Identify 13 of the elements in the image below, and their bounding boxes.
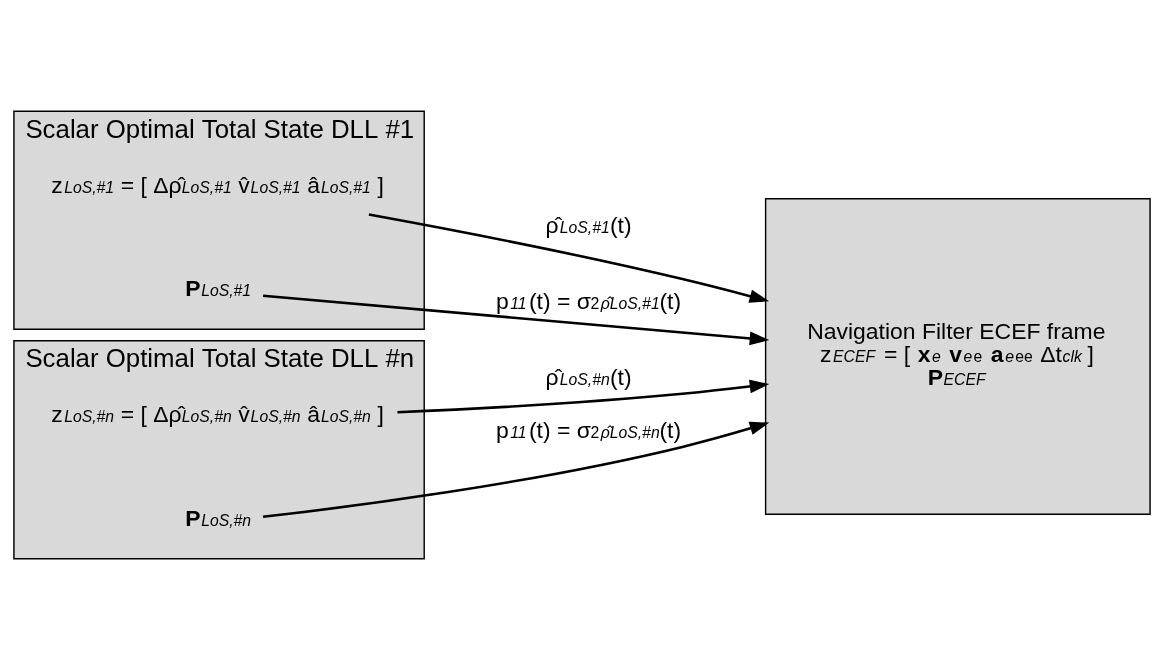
node-text: zLoS,#1 = [ Δρ̂LoS,#1 v̂LoS,#1 âLoS,#1 ]: [51, 171, 384, 198]
node-text: PLoS,#n: [185, 504, 252, 531]
edge-label: p11(t) = σ2ρ̂LoS,#1(t): [495, 287, 682, 314]
node-text: PLoS,#1: [185, 274, 252, 301]
edge-label: p11(t) = σ2ρ̂LoS,#n(t): [495, 417, 682, 443]
node-text: zLoS,#n = [ Δρ̂LoS,#n v̂LoS,#n âLoS,#n ]: [51, 401, 384, 428]
edge-label: ρ̂LoS,#1(t): [545, 211, 632, 238]
arrow: [263, 294, 770, 346]
arrow: [368, 213, 770, 303]
edge-label: ρ̂LoS,#n(t): [545, 363, 632, 390]
arrow: [262, 421, 770, 519]
node-box: Navigation Filter ECEF frame zECEF = [ xe vee aeee Δtclk ] PECEF: [764, 198, 1151, 516]
arrow: [397, 379, 770, 414]
